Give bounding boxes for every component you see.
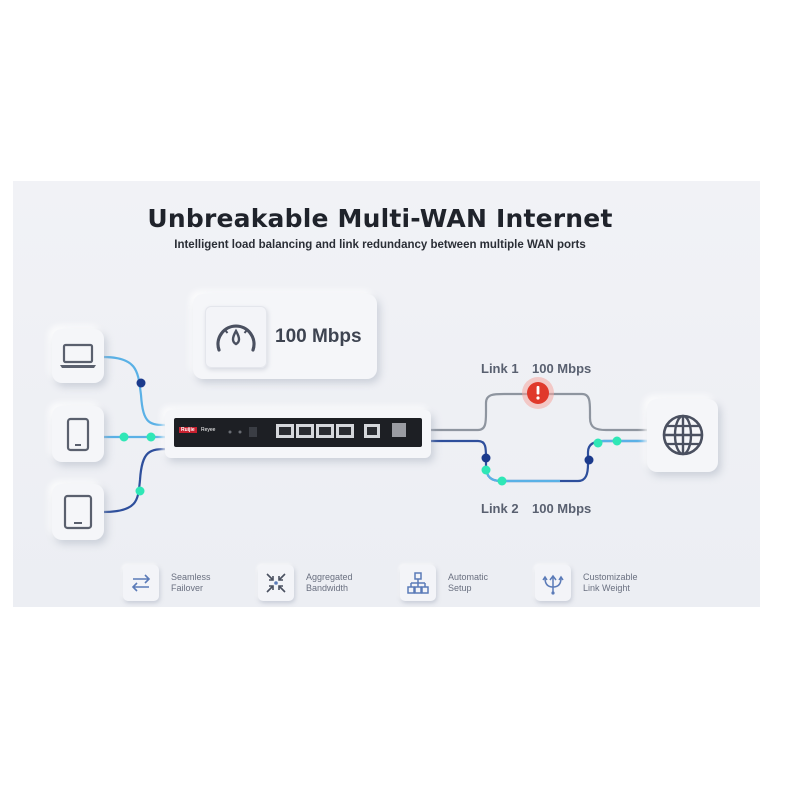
feature-label-1a: Seamless xyxy=(171,572,211,582)
node-laptop xyxy=(136,378,146,388)
feature-label-1b: Failover xyxy=(171,583,204,593)
router-brand: Ruijie xyxy=(179,427,197,433)
link2-highlight xyxy=(484,465,560,483)
globe-icon xyxy=(662,414,704,456)
node-link2-f xyxy=(612,436,622,446)
feature-label-3b: Setup xyxy=(448,583,472,593)
phone-icon xyxy=(66,417,90,452)
link2-line xyxy=(430,439,652,483)
feature-label-4b: Link Weight xyxy=(583,583,630,593)
device-tablet xyxy=(52,484,104,540)
branch-icon xyxy=(535,565,571,601)
speed-value: 100 Mbps xyxy=(275,326,362,347)
device-laptop xyxy=(52,329,104,383)
laptop-icon xyxy=(60,343,96,368)
router-ports xyxy=(228,423,406,438)
router-sub-brand: Reyee xyxy=(201,427,216,433)
feature-label-4a: Customizable xyxy=(583,572,638,582)
feature-label-2b: Bandwidth xyxy=(306,583,349,593)
router-device: Ruijie Reyee xyxy=(174,418,422,447)
node-link2-d xyxy=(584,455,594,465)
speed-card: 100 Mbps xyxy=(193,294,377,379)
node-link2-a xyxy=(481,453,491,463)
device-phone xyxy=(52,406,104,462)
feature-label-3a: Automatic xyxy=(448,572,489,582)
aggregate-icon xyxy=(258,565,294,601)
page-title: Unbreakable Multi-WAN Internet xyxy=(147,204,613,233)
speedometer-icon xyxy=(216,324,256,352)
speed-icon-box xyxy=(205,306,267,368)
node-link2-c xyxy=(497,476,507,486)
hierarchy-icon xyxy=(400,565,436,601)
router-card: Ruijie Reyee xyxy=(165,410,431,458)
laptop-line xyxy=(102,355,169,427)
tablet-icon xyxy=(63,494,93,530)
node-tablet xyxy=(135,486,145,496)
background-panel xyxy=(13,181,760,607)
link1-label: Link 1 xyxy=(481,361,519,376)
node-phone xyxy=(119,432,129,442)
node-link2-e xyxy=(593,438,603,448)
link1-speed: 100 Mbps xyxy=(532,361,592,376)
feature-label-2a: Aggregated xyxy=(306,572,353,582)
link2-label: Link 2 xyxy=(481,501,519,516)
tablet-line xyxy=(102,447,169,514)
node-link2-b xyxy=(481,465,491,475)
link2-speed: 100 Mbps xyxy=(532,501,592,516)
internet-card xyxy=(647,399,718,472)
swap-arrows-icon xyxy=(123,565,159,601)
page-subtitle: Intelligent load balancing and link redu… xyxy=(174,239,586,251)
node-phone-2 xyxy=(146,432,156,442)
alert-icon xyxy=(522,377,554,409)
